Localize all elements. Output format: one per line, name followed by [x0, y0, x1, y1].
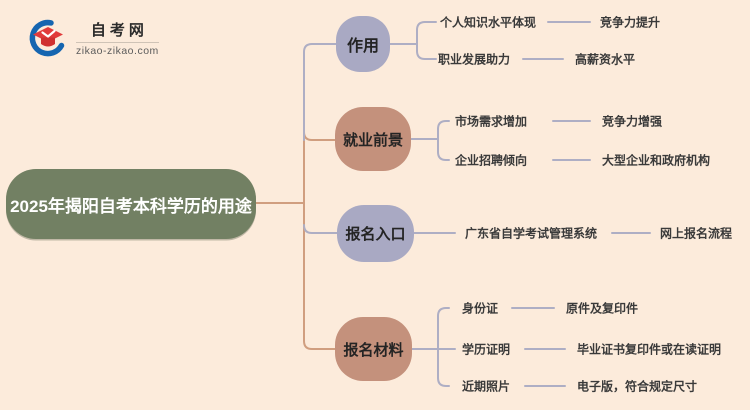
leaf-label: 身份证	[462, 301, 499, 316]
branch-label: 报名材料	[343, 341, 404, 359]
root-node: 2025年揭阳自考本科学历的用途	[6, 169, 256, 239]
branch-career-connector	[303, 131, 336, 141]
leaf-detail: 原件及复印件	[566, 301, 639, 316]
leaf-detail: 高薪资水平	[575, 52, 636, 67]
site-logo: 自考网 zikao-zikao.com	[28, 18, 159, 58]
leaf-detail: 竞争力增强	[602, 114, 663, 129]
leaf-label: 职业发展助力	[438, 52, 511, 67]
branch-node-registration-entry: 报名入口	[337, 205, 414, 262]
spine-upper-line	[303, 43, 337, 141]
leaf-label: 学历证明	[462, 342, 511, 357]
leaf-label: 近期照片	[462, 379, 511, 394]
logo-text: 自考网 zikao-zikao.com	[76, 19, 159, 57]
leaf-label: 广东省自学考试管理系统	[465, 226, 598, 241]
branch-node-registration-materials: 报名材料	[335, 317, 412, 381]
leaf-detail: 毕业证书复印件或在读证明	[577, 342, 722, 357]
site-name: 自考网	[90, 22, 148, 39]
leaf-label: 个人知识水平体现	[440, 15, 537, 30]
leaf-detail: 大型企业和政府机构	[602, 153, 711, 168]
site-domain: zikao-zikao.com	[76, 42, 159, 57]
branch-node-uses: 作用	[336, 16, 390, 72]
leaf-label: 市场需求增加	[455, 114, 528, 129]
leaf-label: 企业招聘倾向	[455, 153, 528, 168]
spine-lower-line	[303, 139, 336, 350]
graduation-cap-icon	[29, 19, 65, 57]
tan-connectors	[255, 131, 336, 350]
leaf-detail: 电子版，符合规定尺寸	[577, 379, 698, 394]
branch-label: 报名入口	[345, 226, 406, 243]
leaf-detail: 网上报名流程	[660, 226, 733, 241]
branch-label: 就业前景	[342, 131, 403, 149]
branch-entry-connector	[303, 224, 338, 234]
bracket-career	[437, 120, 450, 161]
branch-label: 作用	[346, 38, 379, 55]
branch-node-career-prospects: 就业前景	[335, 107, 411, 171]
bracket-uses	[416, 21, 437, 60]
bracket-materials	[437, 307, 450, 387]
lavender-connectors	[303, 21, 651, 387]
root-node-label: 2025年揭阳自考本科学历的用途	[10, 196, 252, 216]
leaf-detail: 竞争力提升	[600, 15, 661, 30]
